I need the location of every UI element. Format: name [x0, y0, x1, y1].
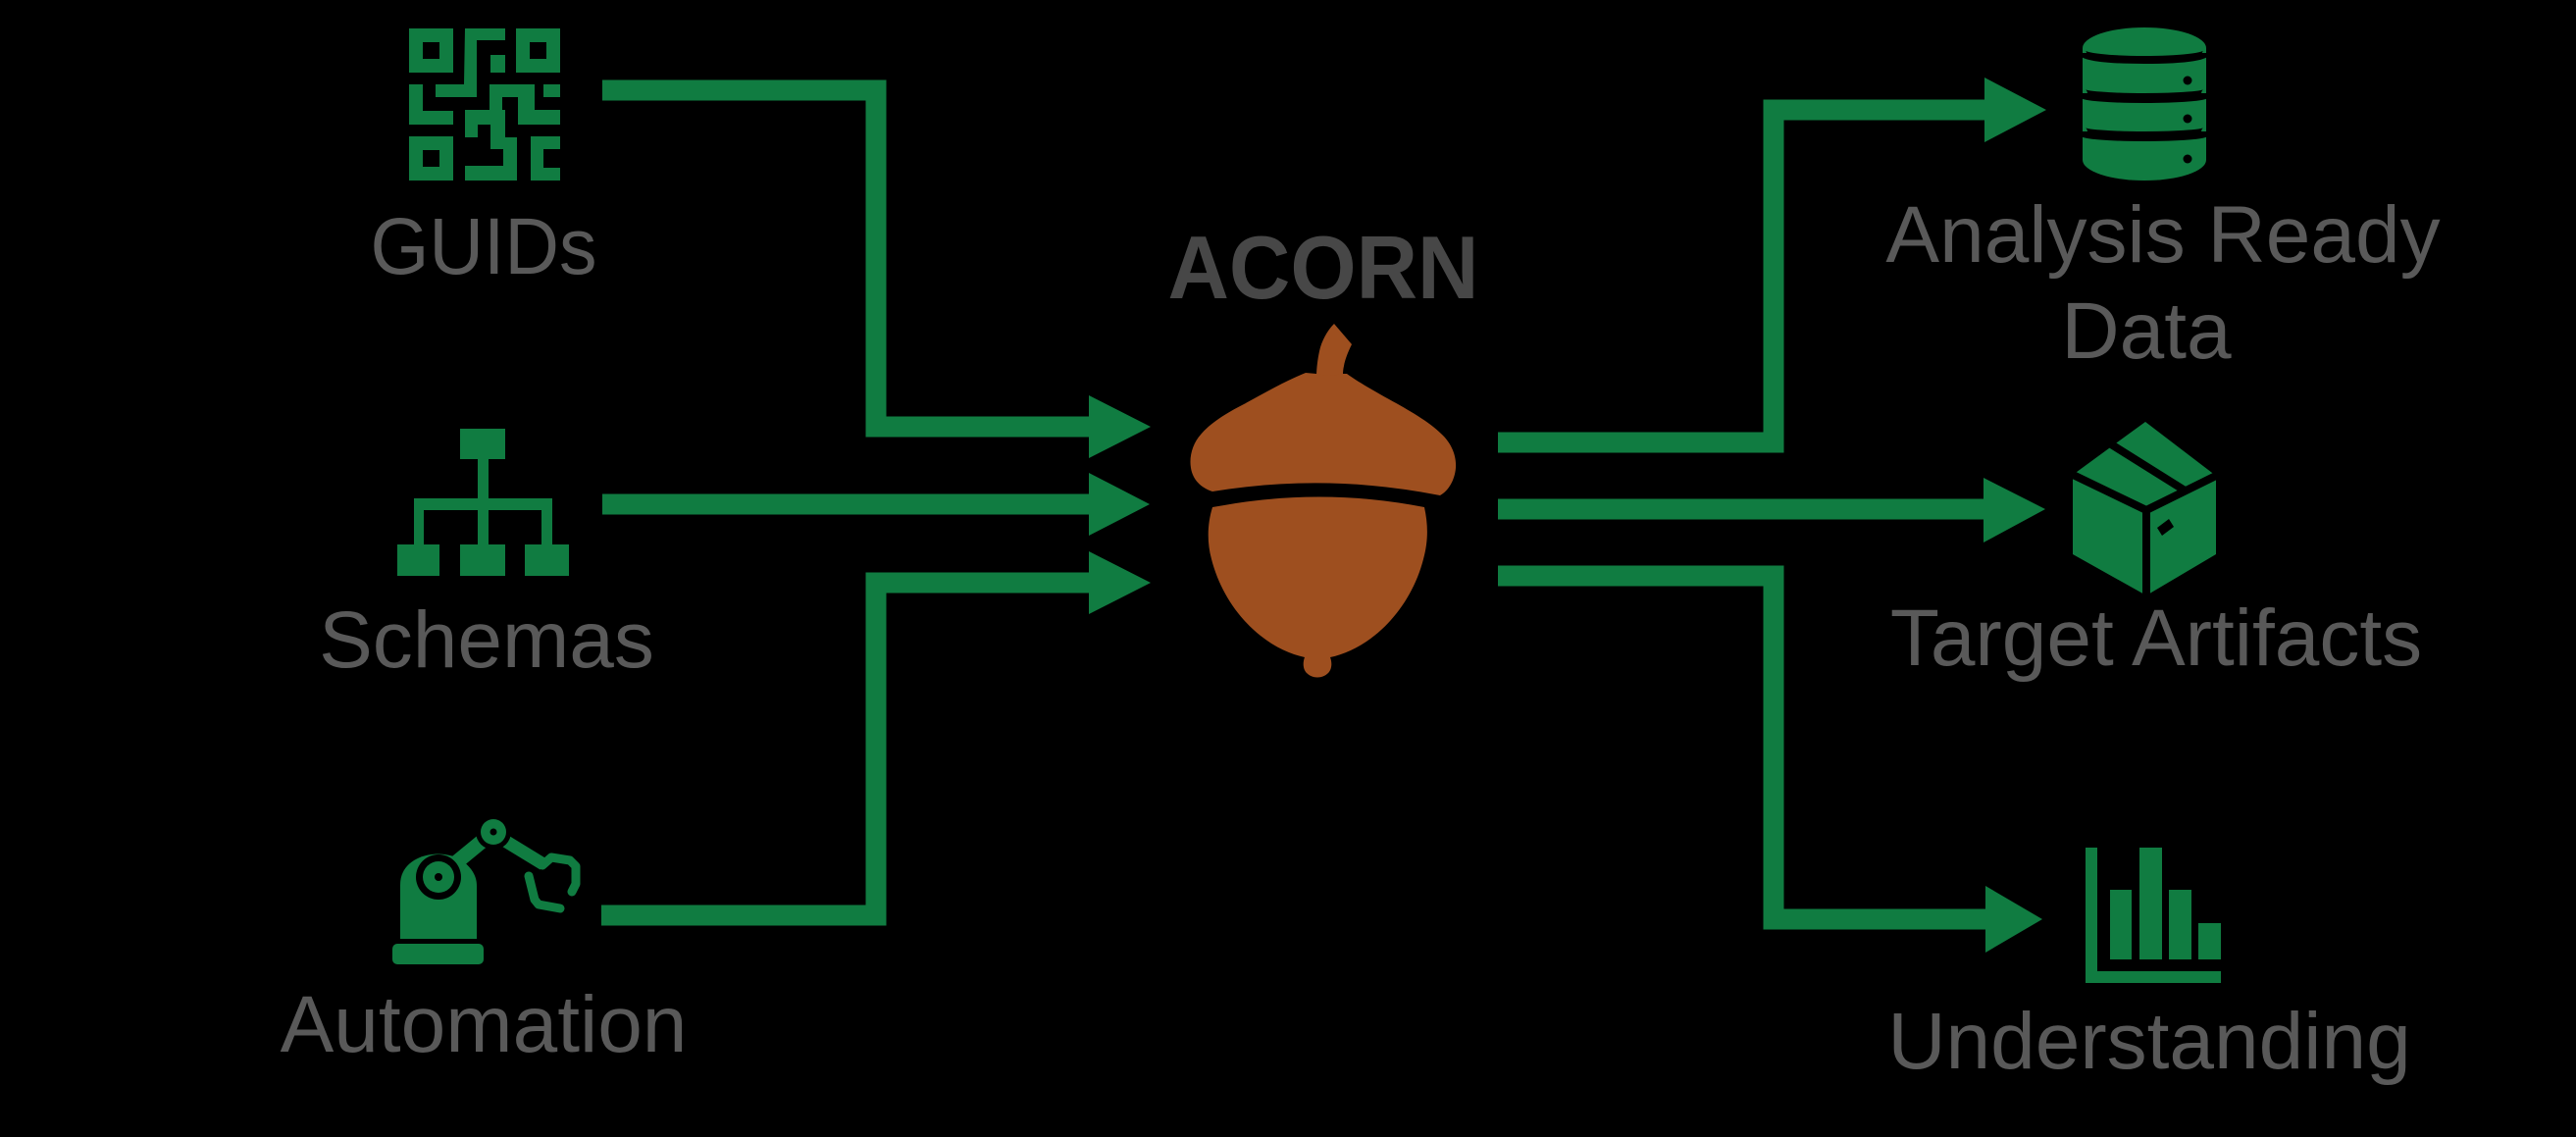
svg-text:Data: Data: [2061, 286, 2232, 376]
svg-text:Target Artifacts: Target Artifacts: [1890, 594, 2422, 683]
svg-text:Schemas: Schemas: [319, 595, 654, 685]
svg-text:Understanding: Understanding: [1887, 997, 2410, 1086]
svg-text:Automation: Automation: [281, 980, 688, 1069]
svg-text:ACORN: ACORN: [1168, 219, 1479, 318]
svg-text:GUIDs: GUIDs: [371, 202, 597, 291]
svg-text:Analysis Ready: Analysis Ready: [1885, 190, 2440, 280]
